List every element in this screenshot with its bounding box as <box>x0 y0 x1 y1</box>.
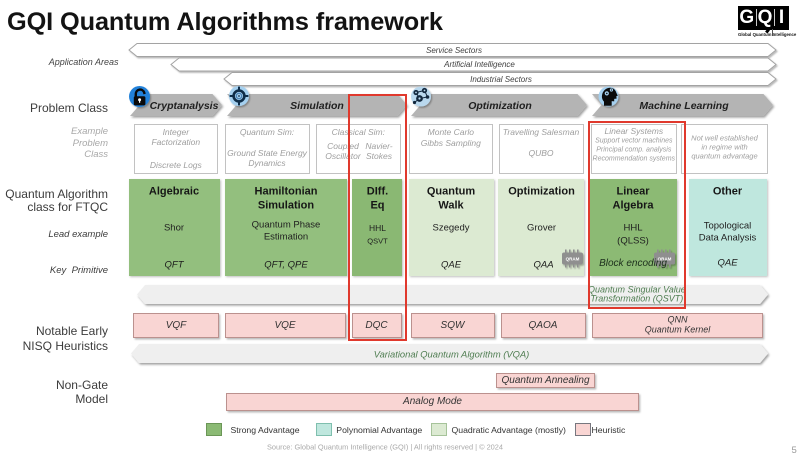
svg-text:QRAM: QRAM <box>566 256 580 261</box>
svg-text:QRAM: QRAM <box>658 256 672 261</box>
